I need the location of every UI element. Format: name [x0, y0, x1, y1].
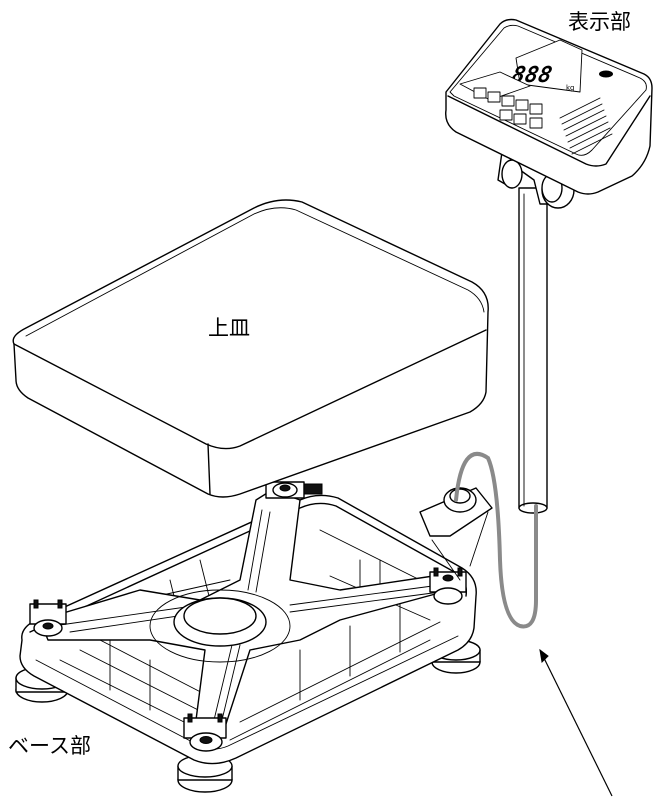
base-unit [15, 481, 493, 793]
display-unit-label: 表示部 [568, 10, 631, 34]
speaker-grille [559, 97, 613, 155]
key-8 [529, 117, 543, 129]
pole-mount-block [419, 487, 493, 581]
key-7 [529, 103, 543, 115]
keypad [459, 71, 543, 129]
key-3 [501, 95, 515, 107]
base-unit-label: ベース部 [8, 734, 91, 758]
brand-logo [599, 70, 613, 78]
weighing-pan [12, 199, 489, 498]
display-unit: 888 kg [445, 18, 653, 209]
support-pole [518, 187, 548, 514]
key-1 [473, 87, 487, 99]
connection-cable [454, 451, 538, 629]
cable-pointer-arrow [539, 648, 613, 797]
readout-unit: kg [566, 84, 575, 92]
weighing-pan-label: 上皿 [208, 316, 250, 340]
corner-mounts [29, 481, 467, 752]
key-6 [513, 113, 527, 125]
key-5 [499, 109, 513, 121]
key-2 [487, 91, 501, 103]
display-window [515, 39, 583, 93]
key-4 [515, 99, 529, 111]
pan-support-bracket [39, 489, 451, 736]
